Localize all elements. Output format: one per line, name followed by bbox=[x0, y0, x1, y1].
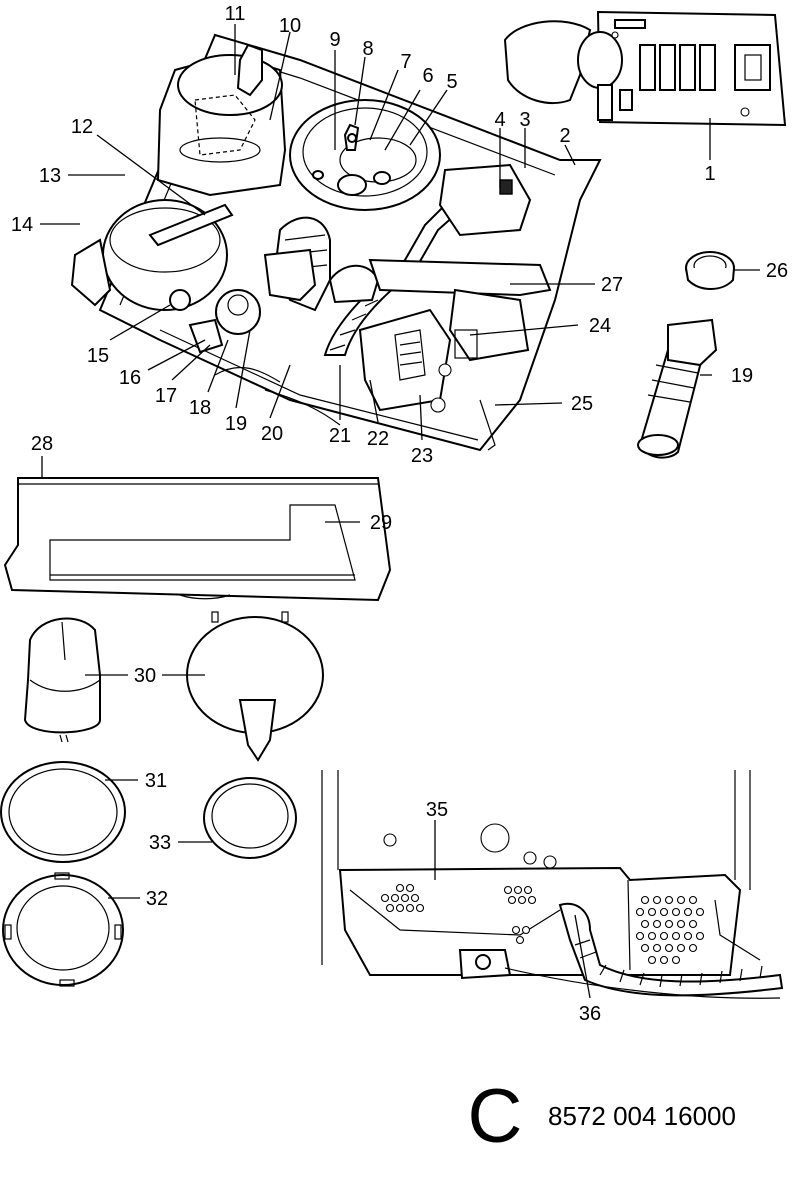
callout-19-right: 19 bbox=[731, 365, 753, 387]
callout-19-main: 19 bbox=[225, 413, 247, 435]
perforations-right bbox=[635, 895, 705, 965]
cabinet-bottom bbox=[321, 770, 784, 999]
callout-14: 14 bbox=[11, 214, 33, 236]
callout-2: 2 bbox=[559, 125, 570, 147]
callout-31: 31 bbox=[145, 770, 167, 792]
callout-1: 1 bbox=[704, 163, 715, 185]
callout-33: 33 bbox=[149, 832, 171, 854]
salt-cap bbox=[23, 617, 101, 743]
callout-28: 28 bbox=[31, 433, 53, 455]
bayonet-ring bbox=[2, 872, 124, 987]
callout-9: 9 bbox=[329, 29, 340, 51]
callout-21: 21 bbox=[329, 425, 351, 447]
perforations-mid bbox=[503, 885, 537, 945]
callout-8: 8 bbox=[362, 38, 373, 60]
callout-27: 27 bbox=[601, 274, 623, 296]
circulation-pump bbox=[70, 199, 234, 311]
callout-20: 20 bbox=[261, 423, 283, 445]
drain-hose bbox=[558, 902, 784, 997]
callout-29: 29 bbox=[370, 512, 392, 534]
seal-ring-small bbox=[203, 777, 297, 859]
callout-22: 22 bbox=[367, 428, 389, 450]
leader-lines bbox=[40, 24, 760, 999]
sump-cup bbox=[289, 99, 441, 211]
callout-6: 6 bbox=[422, 65, 433, 87]
callout-5: 5 bbox=[446, 71, 457, 93]
callout-15: 15 bbox=[87, 345, 109, 367]
callout-12: 12 bbox=[71, 116, 93, 138]
callout-24: 24 bbox=[589, 315, 611, 337]
perforations-left bbox=[380, 883, 425, 913]
grommet bbox=[685, 251, 735, 290]
callout-17: 17 bbox=[155, 385, 177, 407]
callout-labels: 1 2 3 4 5 6 7 8 9 10 11 12 13 14 15 16 1… bbox=[11, 3, 788, 1025]
callout-26: 26 bbox=[766, 260, 788, 282]
callout-25: 25 bbox=[571, 393, 593, 415]
base-panel bbox=[3, 477, 392, 602]
softener-tank bbox=[156, 43, 287, 197]
callout-11: 11 bbox=[225, 3, 246, 25]
callout-16: 16 bbox=[119, 367, 141, 389]
seal-ring-large bbox=[0, 761, 126, 863]
callout-3: 3 bbox=[519, 109, 530, 131]
callout-7: 7 bbox=[400, 51, 411, 73]
part-number: 8572 004 16000 bbox=[548, 1101, 736, 1131]
callout-35: 35 bbox=[426, 799, 448, 821]
callout-30: 30 bbox=[134, 665, 156, 687]
callout-13: 13 bbox=[39, 165, 61, 187]
callout-18: 18 bbox=[189, 397, 211, 419]
callout-32: 32 bbox=[146, 888, 168, 910]
drain-hose-connector bbox=[637, 318, 718, 459]
callout-23: 23 bbox=[411, 445, 433, 467]
main-assembly bbox=[70, 33, 602, 452]
callout-36: 36 bbox=[579, 1003, 601, 1025]
sheet-footer: C 8572 004 16000 bbox=[468, 1074, 736, 1159]
control-board bbox=[503, 10, 787, 127]
section-letter: C bbox=[468, 1074, 523, 1159]
callout-10: 10 bbox=[279, 15, 301, 37]
callout-4: 4 bbox=[494, 109, 505, 131]
filter-lid bbox=[186, 611, 324, 762]
